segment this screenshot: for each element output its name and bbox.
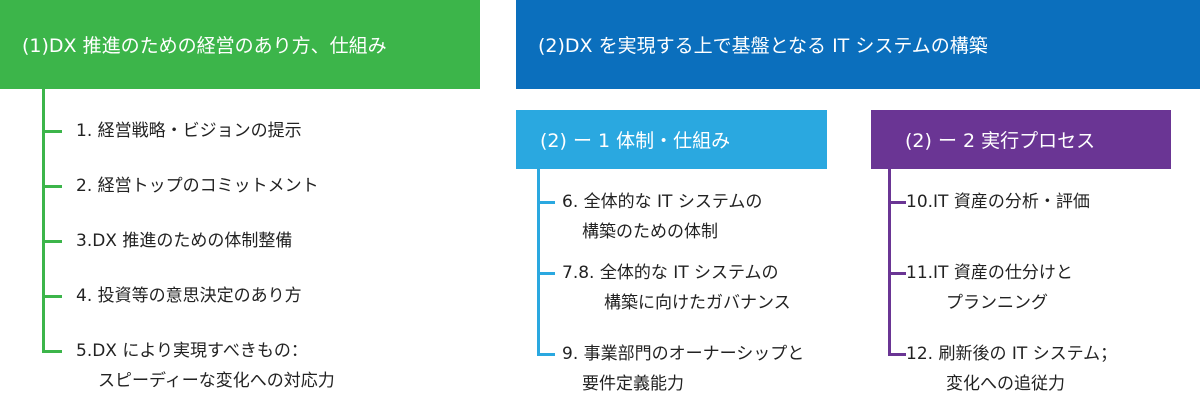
item-5-line2: スピーディーな変化への対応力 (98, 371, 335, 391)
section1-branch-4 (42, 295, 62, 298)
section1-header: (1)DX 推進のための経営のあり方、仕組み (0, 0, 480, 89)
sub2-branch-2 (888, 272, 906, 275)
section1-item-3: 3.DX 推進のための体制整備 (76, 226, 292, 256)
item-11-line1: 11.IT 資産の仕分けと (906, 263, 1073, 283)
sub2-branch-1 (888, 201, 906, 204)
section2-header: (2)DX を実現する上で基盤となる IT システムの構築 (516, 0, 1200, 89)
section1-branch-3 (42, 240, 62, 243)
sub2-title: (2) ー 2 実行プロセス (905, 130, 1096, 152)
section1-branch-1 (42, 130, 62, 133)
item-9-line1: 9. 事業部門のオーナーシップと (562, 344, 805, 364)
section1-item-1: 1. 経営戦略・ビジョンの提示 (76, 116, 302, 146)
section1-branch-5 (42, 350, 62, 353)
item-9-line2: 要件定義能力 (582, 374, 684, 394)
item-7-8-line1: 7.8. 全体的な IT システムの (562, 263, 779, 283)
item-3-text: 3.DX 推進のための体制整備 (76, 231, 293, 251)
item-4-text: 4. 投資等の意思決定のあり方 (76, 286, 302, 306)
item-5-line1: 5.DX により実現すべきもの： (76, 341, 308, 361)
sub2-tree-trunk (888, 169, 891, 354)
sub1-branch-2 (537, 272, 555, 275)
sub1-branch-3 (537, 353, 555, 356)
sub2-item-3: 12. 刷新後の IT システム； 変化への追従力 (906, 339, 1117, 399)
sub1-item-1: 6. 全体的な IT システムの 構築のための体制 (562, 187, 762, 247)
section1-item-5: 5.DX により実現すべきもの： スピーディーな変化への対応力 (76, 336, 335, 396)
section1-title: (1)DX 推進のための経営のあり方、仕組み (22, 35, 387, 57)
item-6-line2: 構築のための体制 (582, 222, 718, 242)
sub1-item-3: 9. 事業部門のオーナーシップと 要件定義能力 (562, 339, 804, 399)
item-6-line1: 6. 全体的な IT システムの (562, 192, 763, 212)
sub2-item-2: 11.IT 資産の仕分けと プランニング (906, 258, 1073, 318)
sub2-item-1: 10.IT 資産の分析・評価 (906, 187, 1090, 217)
sub1-header: (2) ー 1 体制・仕組み (516, 110, 827, 169)
item-12-line2: 変化への追従力 (946, 374, 1065, 394)
item-7-8-line2: 構築に向けたガバナンス (604, 293, 791, 313)
sub2-branch-3 (888, 353, 906, 356)
section1-branch-2 (42, 185, 62, 188)
item-2-text: 2. 経営トップのコミットメント (76, 176, 319, 196)
item-1-text: 1. 経営戦略・ビジョンの提示 (76, 121, 302, 141)
section2-title: (2)DX を実現する上で基盤となる IT システムの構築 (538, 35, 988, 57)
sub1-tree-trunk (537, 169, 540, 354)
sub1-title: (2) ー 1 体制・仕組み (540, 130, 731, 152)
section1-item-2: 2. 経営トップのコミットメント (76, 171, 319, 201)
sub2-header: (2) ー 2 実行プロセス (871, 110, 1171, 169)
sub1-item-2: 7.8. 全体的な IT システムの 構築に向けたガバナンス (562, 258, 791, 318)
section1-item-4: 4. 投資等の意思決定のあり方 (76, 281, 302, 311)
item-10-text: 10.IT 資産の分析・評価 (906, 192, 1090, 212)
sub1-branch-1 (537, 201, 555, 204)
section1-tree-trunk (42, 89, 45, 352)
item-11-line2: プランニング (946, 293, 1048, 313)
item-12-line1: 12. 刷新後の IT システム； (906, 344, 1118, 364)
